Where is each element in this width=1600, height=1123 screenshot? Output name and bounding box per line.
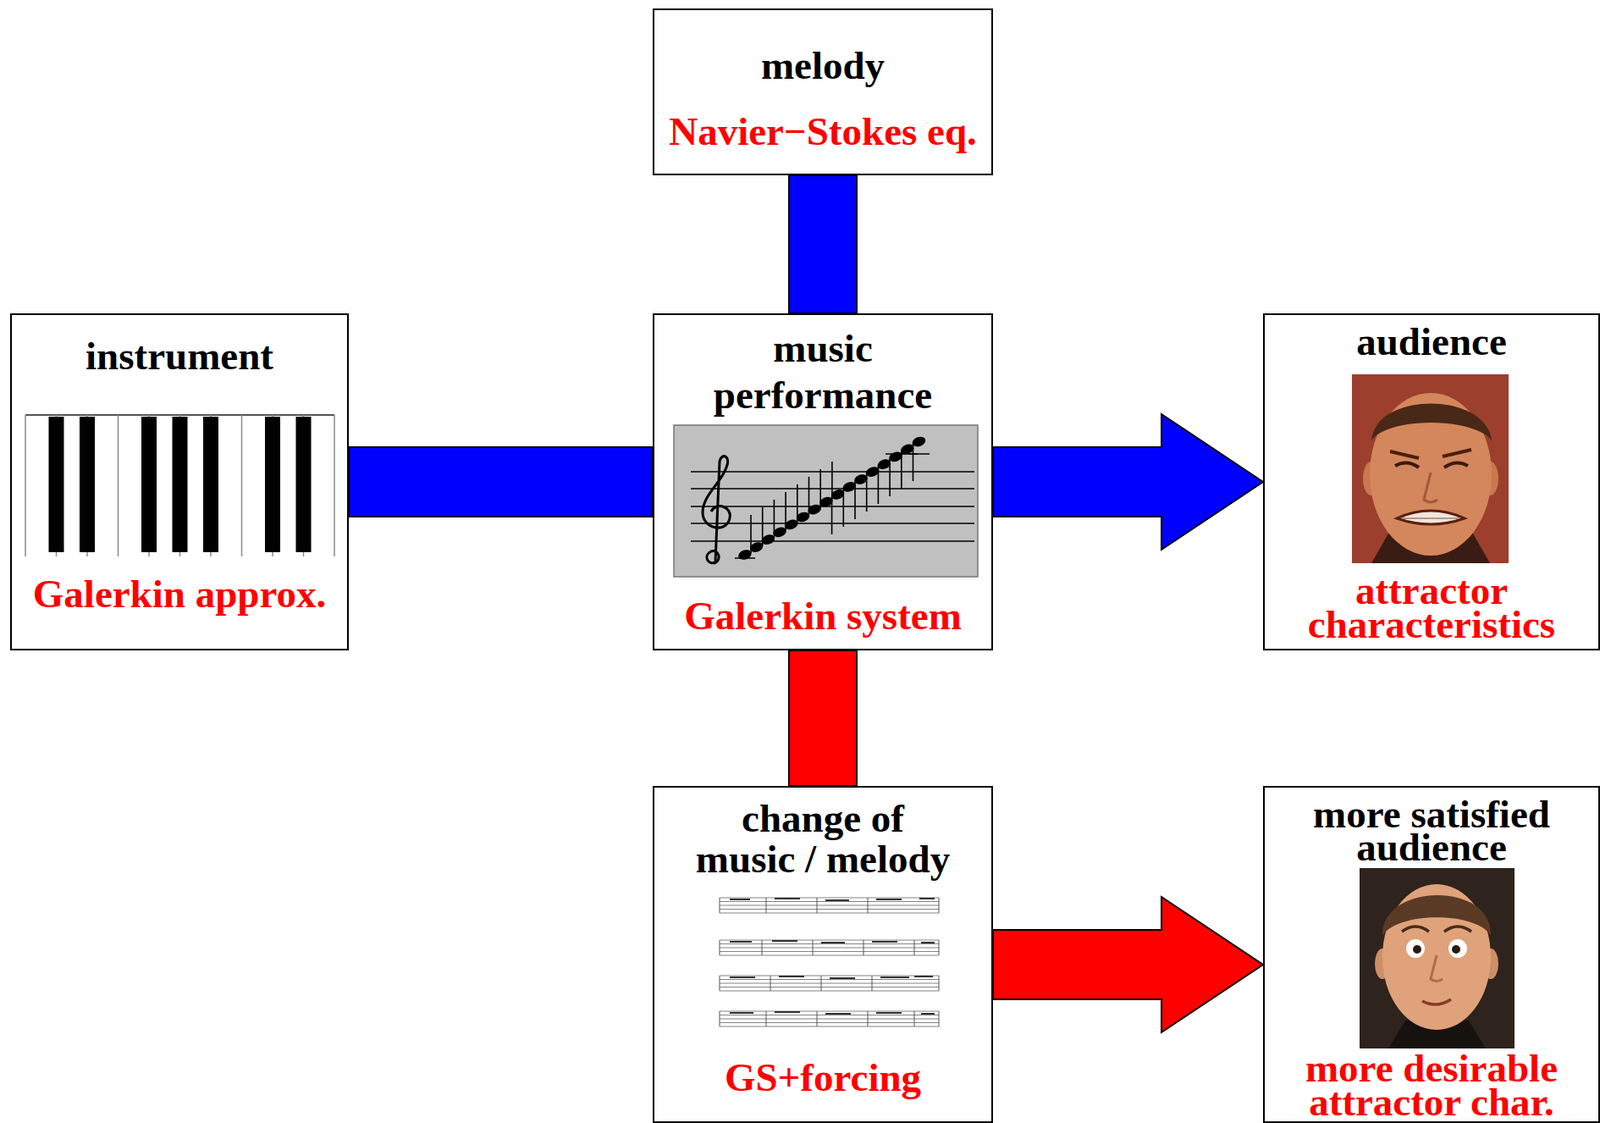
piano-keys [49, 416, 65, 552]
connector-shape [993, 896, 1264, 1032]
instrument-box: instrumentGalerkin approx. [10, 313, 349, 651]
box-subtitle: attractor characteristics [1271, 573, 1592, 642]
audience-box: more satisfied audience more desirable at… [1263, 785, 1600, 1123]
surprised-face [1359, 867, 1515, 1049]
staff-scale [854, 480, 856, 519]
surprised-face [1406, 938, 1425, 958]
piano-keys [241, 414, 243, 557]
connector-bar [788, 175, 857, 314]
staff-scale [784, 491, 787, 530]
connector-arrow [993, 896, 1264, 1032]
staff-scale [734, 453, 930, 558]
box-heading: audience [1356, 318, 1507, 365]
staff-scale [819, 468, 822, 508]
staff-scale [831, 496, 834, 535]
piano-keys [264, 416, 281, 552]
connector-bar [348, 446, 653, 517]
staff-scale [866, 473, 868, 512]
piano-keys [79, 416, 95, 552]
box-subtitle: Navier−Stokes eq. [668, 108, 977, 155]
staff-scale [796, 484, 799, 523]
piano-keys [25, 414, 335, 557]
staff-scale [690, 540, 975, 541]
sheet-music [719, 897, 939, 1027]
grimacing-face [1396, 510, 1465, 525]
piano-keys [203, 416, 219, 552]
grimacing-face [1351, 374, 1509, 563]
grimacing-face [1371, 403, 1492, 442]
staff-scale [761, 507, 764, 546]
box-subtitle: Galerkin approx. [33, 570, 326, 617]
staff-scale [908, 452, 930, 455]
piano-keys [296, 416, 312, 552]
grimacing-face [1401, 517, 1460, 519]
grimacing-face [1390, 449, 1472, 458]
box-heading: music performance [695, 325, 950, 419]
staff-scale [831, 461, 834, 500]
staff-scale [808, 476, 811, 515]
piano-keys [25, 414, 335, 557]
sheet-music [729, 898, 935, 1014]
surprised-face [1422, 998, 1452, 1005]
staff-scale [900, 450, 903, 489]
piano-keys [141, 416, 157, 552]
box-heading: instrument [85, 332, 274, 379]
staff-scale [888, 457, 891, 497]
grimacing-face [1369, 392, 1492, 556]
staff-scale [750, 514, 752, 553]
connector-bar [788, 650, 857, 786]
audience-box: audience attractor characteristics [1263, 313, 1600, 651]
box-subtitle: more desirable attractor char. [1271, 1051, 1592, 1120]
staff-scale [842, 488, 845, 527]
surprised-face [1401, 926, 1472, 932]
staff-scale [673, 424, 978, 577]
connector-shape [993, 413, 1264, 550]
surprised-face [1382, 883, 1491, 1030]
staff-scale [912, 442, 915, 481]
surprised-face [1382, 894, 1491, 936]
sheet-music [719, 897, 939, 1027]
piano-keys [117, 414, 120, 557]
grimacing-face [1395, 462, 1468, 468]
equation-box: melodyNavier−Stokes eq. [652, 8, 994, 176]
staff-scale [702, 456, 730, 563]
grimacing-face [1351, 374, 1509, 563]
box-heading: more satisfied audience [1296, 797, 1567, 863]
grimacing-face [1423, 472, 1438, 503]
piano-keys [333, 414, 336, 557]
surprised-face [1451, 944, 1461, 954]
surprised-face [1448, 938, 1468, 958]
connector-shape [788, 650, 857, 786]
staff-scale [690, 522, 975, 524]
surprised-face [1430, 954, 1443, 982]
piano-keys [24, 414, 27, 557]
staff-scale [690, 505, 975, 507]
connector-shape [788, 175, 857, 314]
forcing-box: change of music / melodyGS+forcing [652, 785, 994, 1123]
performance-box: music performanceGalerkin system [652, 313, 994, 651]
connector-shape [348, 446, 653, 517]
piano-keys [49, 416, 312, 552]
piano-keys [25, 414, 335, 557]
box-heading: change of music / melody [691, 797, 955, 880]
staff-scale [673, 424, 978, 577]
connector-arrow [993, 413, 1264, 550]
box-subtitle: Galerkin system [684, 592, 962, 639]
piano-keys [172, 416, 188, 552]
staff-scale [773, 499, 776, 538]
surprised-face [1359, 867, 1515, 1049]
staff-scale [737, 435, 927, 562]
box-subtitle: GS+forcing [724, 1053, 922, 1100]
staff-scale [750, 442, 914, 553]
box-heading: melody [761, 42, 885, 89]
sheet-music [719, 897, 939, 1027]
staff-scale [877, 465, 880, 504]
surprised-face [1412, 944, 1422, 954]
